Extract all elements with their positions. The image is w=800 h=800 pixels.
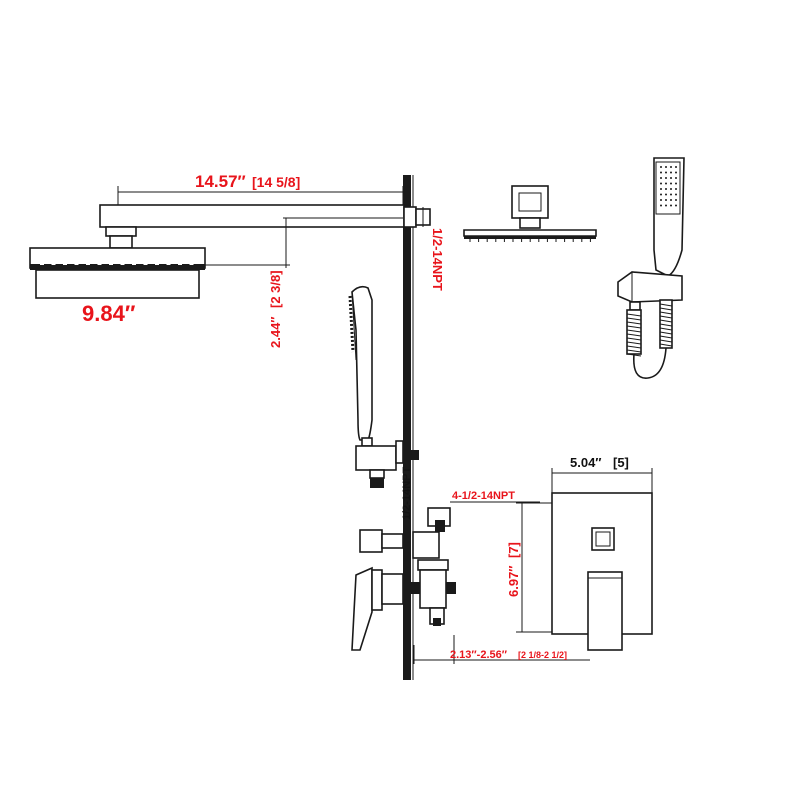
hand-shower-perspective (617, 157, 685, 379)
trim-height-frac-label: [7] (506, 542, 521, 558)
trim-height-dimension: 6.97″ [7] (506, 502, 552, 633)
arm-length-label: 14.57″ (195, 172, 246, 191)
hose-coils (626, 303, 673, 357)
nozzle-row (40, 262, 194, 265)
arm-thread-label: 1/2-14NPT (430, 228, 445, 291)
wall-thread-label: 1/2-14NPT (401, 467, 413, 520)
wall-depth-label: 2.13″-2.56″ (450, 649, 508, 661)
drop-dimension: 2.44″ [2 3/8] (205, 217, 403, 348)
drop-label: 2.44″ (268, 316, 283, 348)
rain-head-perspective (463, 185, 597, 242)
trim-height-label: 6.97″ (506, 565, 521, 597)
wall-depth-dimension: 2.13″-2.56″ [2 1/8-2 1/2] (413, 635, 590, 664)
drop-frac-label: [2 3/8] (268, 270, 283, 308)
wall-thread-note: 1/2-14NPT (401, 467, 413, 520)
valve-thread-label: 4-1/2-14NPT (452, 490, 515, 502)
rain-shower-head (29, 226, 206, 299)
nozzle-dots (660, 166, 677, 207)
hand-shower-side (348, 285, 419, 488)
head-width-dimension: 9.84″ (82, 301, 136, 326)
valve-body (410, 507, 456, 626)
upper-outlet (359, 529, 404, 553)
arm-length-frac-label: [14 5/8] (252, 174, 300, 190)
shower-arm (99, 204, 431, 228)
valve-handle-side (351, 566, 404, 651)
wall (403, 175, 414, 680)
trim-width-frac-label: [5] (613, 455, 629, 470)
head-width-label: 9.84″ (82, 301, 136, 326)
arm-length-dimension: 14.57″ [14 5/8] (117, 172, 404, 205)
trim-width-label: 5.04″ (570, 455, 602, 470)
trim-width-dimension: 5.04″ [5] (551, 455, 653, 493)
trim-plate-front (551, 492, 653, 651)
arm-thread-dimension: 1/2-14NPT (430, 228, 445, 291)
wall-depth-frac-label: [2 1/8-2 1/2] (518, 650, 567, 660)
valve-thread-dimension: 4-1/2-14NPT (450, 490, 540, 503)
